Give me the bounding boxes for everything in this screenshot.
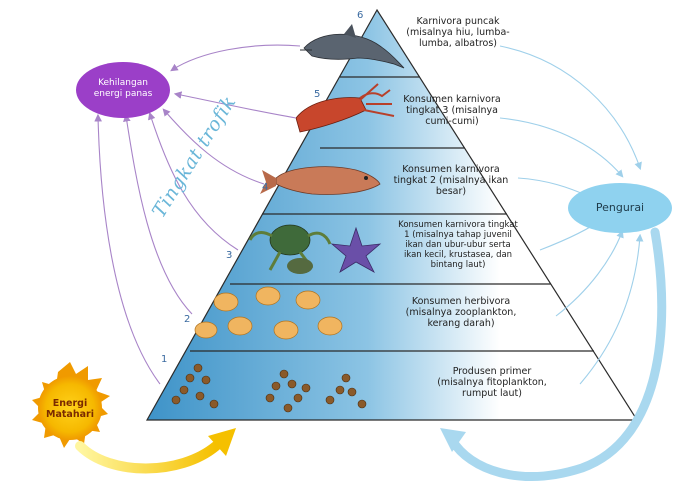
level-label-3: Konsumen karnivora tingkat 1 (misalnya t… (398, 220, 518, 270)
heat-loss-oval (76, 62, 170, 118)
decomposer-arrow (499, 45, 642, 171)
heat-loss-arrow (170, 44, 301, 72)
big-fish-illustration (260, 166, 381, 195)
level-number-3: 3 (226, 250, 233, 261)
heat-loss-arrow (94, 113, 161, 385)
decomposer-arrow (517, 177, 591, 198)
crab-illustration (248, 224, 332, 274)
level-number-6: 6 (357, 10, 364, 21)
decomposer-label: Pengurai (595, 201, 645, 214)
decomposer-return-arrow (447, 227, 667, 481)
decomposer-return-arrowhead (440, 428, 466, 452)
heat-loss-label: Kehilangan energi panas (93, 78, 153, 99)
level-label-2: Konsumen herbivora (misalnya zooplankton… (405, 296, 517, 329)
level-label-1: Produsen primer (misalnya fitoplankton, … (437, 366, 547, 399)
level-label-4: Konsumen karnivora tingkat 2 (misalnya i… (393, 164, 509, 197)
heat-loss-arrow (148, 111, 239, 251)
level-label-5: Konsumen karnivora tingkat 3 (misalnya c… (403, 94, 501, 127)
decomposer-arrow (555, 229, 624, 317)
heat-loss-arrow (162, 108, 265, 185)
sun-label: Energi Matahari (46, 398, 94, 420)
decomposer-oval (568, 183, 672, 233)
dolphin-illustration (300, 24, 405, 69)
level-number-2: 2 (184, 314, 191, 325)
heat-loss-arrow (123, 113, 193, 315)
decomposer-arrows (499, 45, 644, 385)
squid-illustration (295, 83, 395, 133)
level-number-5: 5 (314, 89, 321, 100)
sun-energy-arrow (75, 441, 221, 474)
decomposer-arrow (579, 233, 644, 385)
seaweed-illustration (171, 363, 367, 413)
clam-illustration (194, 286, 343, 340)
pyramid (145, 8, 639, 421)
sun-energy-arrowhead (208, 428, 236, 456)
level-number-4: 4 (262, 182, 269, 193)
heat-loss-arrow (173, 91, 297, 119)
starfish-illustration (330, 226, 382, 273)
decomposer-arrow (499, 117, 624, 178)
heat-loss-arrows (94, 44, 301, 385)
level-number-1: 1 (161, 354, 168, 365)
sun-icon (32, 362, 110, 448)
level-label-6: Karnivora puncak (misalnya hiu, lumba- l… (406, 16, 510, 49)
